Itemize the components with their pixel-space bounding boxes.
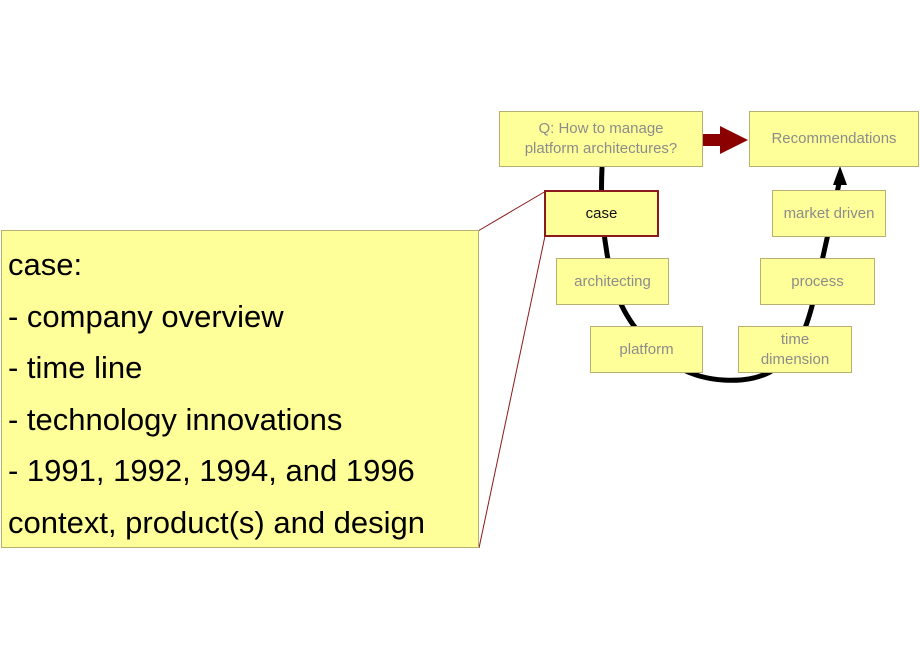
time-dimension-label: time dimension [760,330,830,368]
detail-title: case: [8,247,83,282]
detail-line-5: context, product(s) and design [8,504,426,540]
detail-line-1: - company overview [8,298,284,334]
process-label: process [791,272,844,290]
market-driven-node: market driven [772,190,886,237]
question-label: Q: How to manage platform architectures? [524,120,678,157]
market-driven-label: market driven [783,204,875,222]
red-arrow-icon [698,126,748,154]
recommendations-node: Recommendations [749,111,919,167]
detail-line-3: - technology innovations [8,401,343,437]
curve-arrowhead [833,166,847,185]
time-dimension-node: time dimension [738,326,852,373]
detail-line-4: - 1991, 1992, 1994, and 1996 [8,453,415,488]
callout-line-bottom [478,235,546,549]
architecting-node: architecting [556,258,669,305]
process-node: process [760,258,875,305]
case-label: case [585,204,618,222]
question-node: Q: How to manage platform architectures? [499,111,703,167]
architecting-label: architecting [574,272,651,290]
recommendations-label: Recommendations [771,130,897,147]
case-detail-box: case: - company overview - time line - t… [1,230,479,548]
platform-node: platform [590,326,703,373]
case-node[interactable]: case [544,190,659,237]
detail-line-2: - time line [8,350,143,385]
callout-line-top [477,190,547,232]
platform-label: platform [619,340,674,358]
